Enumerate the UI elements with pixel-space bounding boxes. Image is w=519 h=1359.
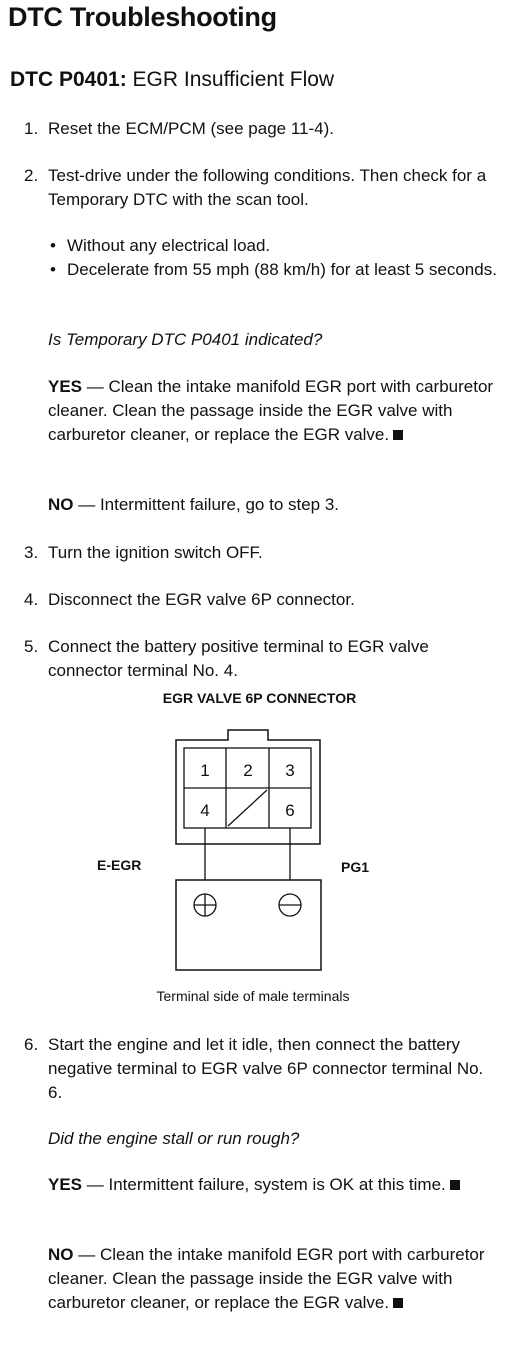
step-number: 4. [24, 590, 39, 609]
pin-3-label: 3 [285, 761, 295, 780]
plus-circle-icon [193, 893, 217, 917]
answer-dash: — [82, 377, 109, 396]
step-number: 3. [24, 543, 39, 562]
answer-dash: — [82, 1175, 109, 1194]
diagram-caption: Terminal side of male terminals [156, 988, 350, 1004]
battery [175, 879, 322, 971]
e-egr-label: E-EGR [97, 857, 142, 873]
end-mark-icon [393, 1298, 404, 1308]
answer-label: YES [48, 1175, 83, 1194]
dtc-code-separator: : [119, 68, 127, 91]
answer-text: Clean the intake manifold EGR port with … [48, 1245, 485, 1312]
dtc-heading: DTC P0401: EGR Insufficient Flow [10, 68, 334, 92]
step-text: Disconnect the EGR valve 6P connector. [48, 590, 355, 609]
answer-text: Intermittent failure, go to step 3. [99, 495, 340, 514]
bullet-dot: • [50, 236, 56, 255]
answer-dash: — [73, 495, 100, 514]
step-number: 6. [24, 1035, 39, 1054]
diagram-title: EGR VALVE 6P CONNECTOR [162, 690, 357, 706]
answer-label: YES [48, 377, 83, 396]
answer-yes: YES — Clean the intake manifold EGR port… [48, 375, 508, 447]
pin-6-label: 6 [285, 801, 295, 820]
connector-diagram [175, 729, 322, 971]
step-number: 1. [24, 119, 39, 138]
question: Is Temporary DTC P0401 indicated? [48, 330, 323, 349]
end-mark-icon [393, 430, 404, 440]
pg1-label: PG1 [341, 859, 370, 875]
answer-text: Clean the intake manifold EGR port with … [48, 377, 494, 444]
step-text: Reset the ECM/PCM (see page 11-4). [48, 119, 334, 138]
answer-dash: — [73, 1245, 100, 1264]
step-number: 2. [24, 166, 39, 185]
bullet-text: Without any electrical load. [67, 236, 271, 255]
answer-no: NO — Intermittent failure, go to step 3. [48, 493, 508, 517]
answer-label: NO [48, 1245, 74, 1264]
connector-outline [175, 729, 321, 845]
answer-label: NO [48, 495, 74, 514]
bullet-text: Decelerate from 55 mph (88 km/h) for at … [67, 260, 497, 279]
answer-text: Intermittent failure, system is OK at th… [108, 1175, 446, 1194]
end-mark-icon [449, 1180, 460, 1190]
question: Did the engine stall or run rough? [48, 1129, 300, 1148]
blank-pin-mark [227, 789, 268, 827]
step-text: Connect the battery positive terminal to… [48, 637, 429, 680]
answer-no: NO — Clean the intake manifold EGR port … [48, 1243, 508, 1315]
page-title: DTC Troubleshooting [8, 2, 277, 32]
step-number: 5. [24, 637, 39, 656]
bullet-dot: • [50, 260, 56, 279]
pin-4-label: 4 [200, 801, 210, 820]
step-text: Test-drive under the following condition… [48, 166, 487, 209]
answer-yes: YES — Intermittent failure, system is OK… [48, 1173, 478, 1197]
dtc-description: EGR Insufficient Flow [126, 68, 335, 91]
step-text: Turn the ignition switch OFF. [48, 543, 263, 562]
pin-2-label: 2 [243, 761, 253, 780]
minus-circle-icon [278, 893, 302, 917]
pin-1-label: 1 [200, 761, 210, 780]
dtc-code: DTC P0401 [10, 68, 120, 91]
step-text: Start the engine and let it idle, then c… [48, 1035, 484, 1102]
